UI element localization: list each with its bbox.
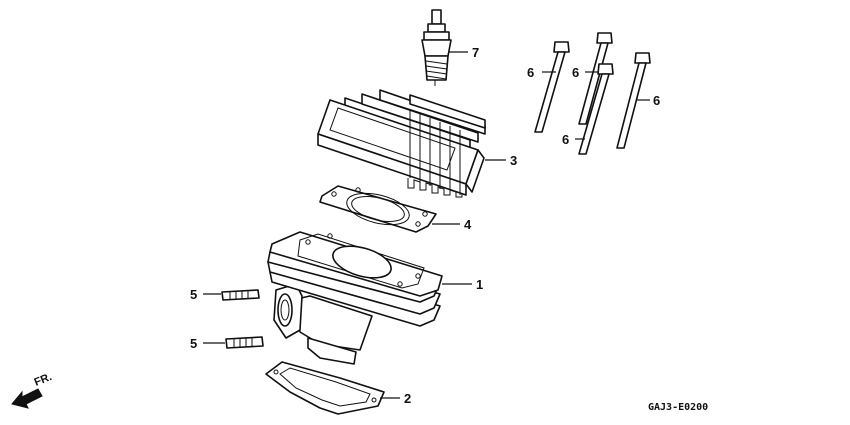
head-gasket xyxy=(319,185,437,233)
callout-5b: 5 xyxy=(190,336,197,351)
cylinder xyxy=(267,231,443,365)
bolt xyxy=(534,41,570,133)
stud-upper xyxy=(221,289,260,301)
callout-2: 2 xyxy=(404,391,411,406)
callout-7: 7 xyxy=(472,45,479,60)
diagram-code: GAJ3-E0200 xyxy=(648,402,708,413)
bolt xyxy=(578,63,614,155)
callout-6d: 6 xyxy=(562,132,569,147)
callout-6a: 6 xyxy=(527,65,534,80)
spark-plug xyxy=(421,9,452,86)
bolt xyxy=(616,52,651,149)
front-direction-arrow-icon xyxy=(11,388,43,409)
callout-3: 3 xyxy=(510,153,517,168)
base-gasket xyxy=(265,361,385,415)
callout-4: 4 xyxy=(464,217,472,232)
cylinder-head xyxy=(317,89,486,198)
callout-5a: 5 xyxy=(190,287,197,302)
stud-lower xyxy=(225,336,264,349)
direction-label: FR. xyxy=(33,371,54,389)
callout-6c: 6 xyxy=(653,93,660,108)
callout-1: 1 xyxy=(476,277,483,292)
callout-6b: 6 xyxy=(572,65,579,80)
